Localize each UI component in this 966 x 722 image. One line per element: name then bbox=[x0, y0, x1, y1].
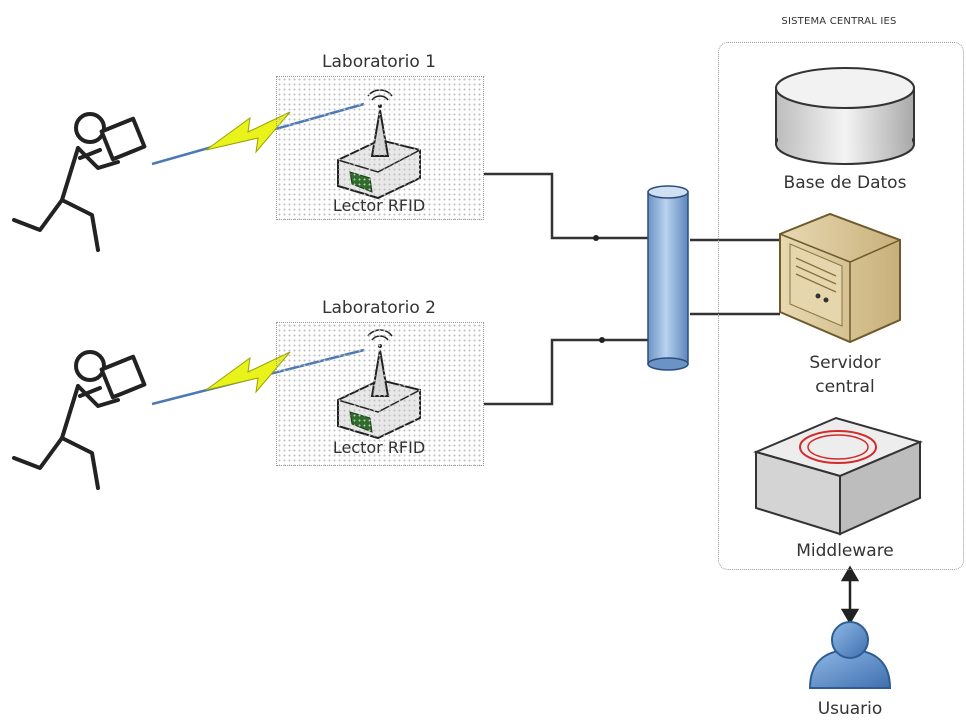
database-icon bbox=[775, 67, 915, 165]
laboratorio-1-title: Laboratorio 1 bbox=[322, 52, 436, 72]
person-icon-1 bbox=[12, 112, 147, 252]
laboratorio-2-box bbox=[276, 322, 484, 466]
lector-rfid-1-label: Lector RFID bbox=[332, 196, 426, 215]
sistema-central-title: SISTEMA CENTRAL IES bbox=[781, 16, 897, 27]
lector-rfid-2-label: Lector RFID bbox=[332, 438, 426, 457]
laboratorio-1-box bbox=[276, 76, 484, 220]
middleware-label: Middleware bbox=[796, 541, 894, 561]
user-label: Usuario bbox=[817, 699, 883, 719]
person-icon-2 bbox=[12, 350, 147, 490]
user-icon bbox=[808, 621, 892, 689]
laboratorio-2-title: Laboratorio 2 bbox=[322, 298, 436, 318]
database-label: Base de Datos bbox=[783, 173, 907, 193]
connector-dot-1 bbox=[593, 235, 599, 241]
server-label-line1: Servidor bbox=[809, 353, 881, 373]
middleware-icon bbox=[753, 416, 923, 536]
connector-dot-2 bbox=[599, 337, 605, 343]
server-label-line2: central bbox=[815, 377, 875, 397]
middleware-user-arrow bbox=[840, 565, 860, 625]
server-icon bbox=[779, 212, 901, 344]
sistema-central-box bbox=[718, 42, 964, 570]
network-bus bbox=[647, 185, 689, 371]
